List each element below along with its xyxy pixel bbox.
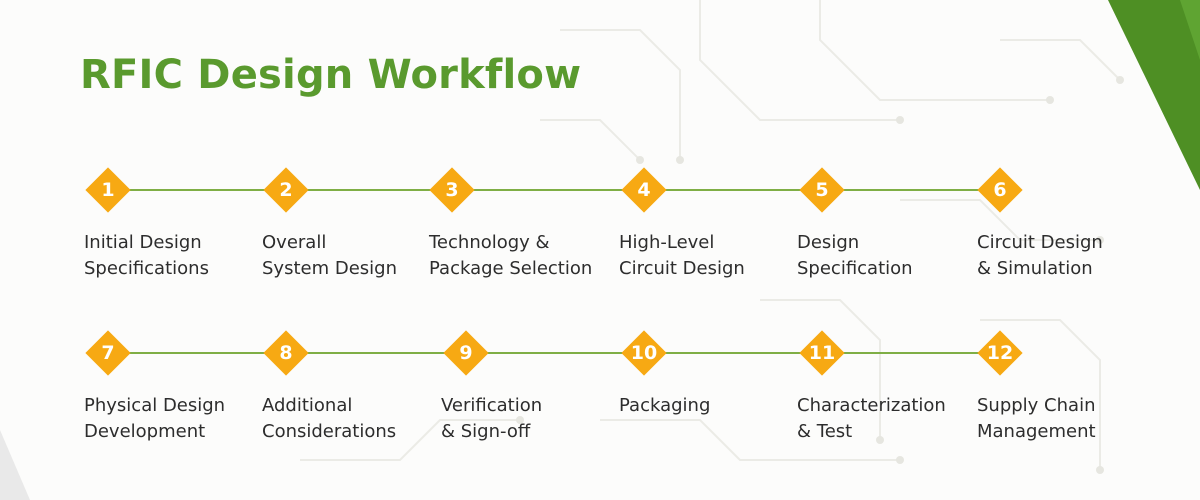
step-number: 5 [815,179,829,201]
step-number: 4 [637,179,651,201]
page-title: RFIC Design Workflow [80,52,582,98]
step-number: 8 [279,342,293,364]
step-label: Circuit Design & Simulation [977,232,1103,279]
connector-row-1 [108,189,1000,191]
step-label: Design Specification [797,232,913,279]
step-number: 2 [279,179,293,201]
step-number: 12 [986,342,1014,364]
step-number: 6 [993,179,1007,201]
step-number: 11 [808,342,836,364]
step-label: Physical Design Development [84,395,226,442]
step-label: Overall System Design [262,232,397,279]
step-label: High-Level Circuit Design [619,232,745,279]
step-number: 9 [459,342,473,364]
step-label: Initial Design Specifications [84,232,209,279]
step-label: Packaging [619,395,711,416]
step-number: 3 [445,179,459,201]
step-label: Supply Chain Management [977,395,1096,442]
step-label: Characterization & Test [797,395,946,442]
step-number: 1 [101,179,115,201]
connector-row-2 [108,352,1000,354]
step-label: Technology & Package Selection [429,232,593,279]
step-label: Additional Considerations [262,395,397,442]
step-number: 10 [630,342,658,364]
step-label: Verification & Sign-off [441,395,543,442]
step-number: 7 [101,342,115,364]
